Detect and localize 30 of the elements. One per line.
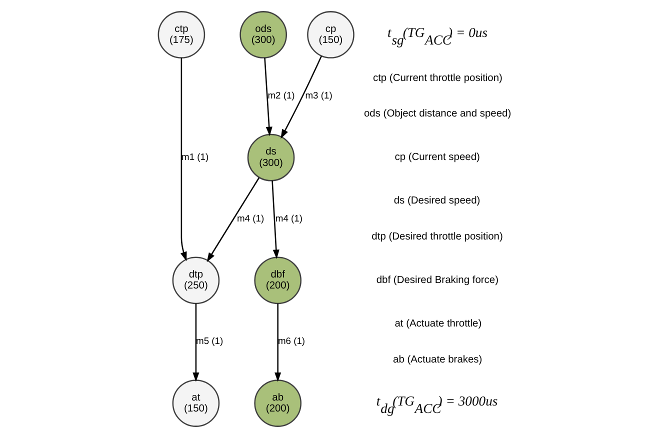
edge-label: m2 (1) xyxy=(268,90,295,101)
node-circle: ctp (175) xyxy=(158,11,206,58)
arrow xyxy=(206,177,260,262)
label: dtp (Desired throttle position) xyxy=(372,232,503,243)
label: ds (Desired speed) xyxy=(394,196,480,207)
node-circle: at (150) xyxy=(172,380,220,427)
edge-label: m5 (1) xyxy=(196,336,224,346)
edge-label: m1 (1) xyxy=(182,152,209,162)
label: dbf (Desired Braking force) xyxy=(376,275,498,286)
node-circle: ods (300) xyxy=(240,11,288,58)
label: ods (Object distance and speed) xyxy=(364,108,512,120)
node-circle: ab (200) xyxy=(254,380,302,427)
label: cp (Current speed) xyxy=(394,152,480,164)
node-circle: dtp (250) xyxy=(172,256,220,304)
node-circle: dbf (200) xyxy=(254,256,302,304)
label: ctp (Current throttle position) xyxy=(372,72,502,84)
edge-label: m4 (1) xyxy=(237,213,264,224)
arrow xyxy=(272,180,280,260)
arrow xyxy=(280,56,322,139)
label: at (Actuate throttle) xyxy=(394,318,482,330)
arrow xyxy=(264,58,272,136)
label: ab (Actuate brakes) xyxy=(393,354,482,366)
edge-label: m4 (1) xyxy=(275,213,302,224)
arrow xyxy=(274,304,282,382)
node-circle: ds (300) xyxy=(247,134,295,182)
edge-label: m3 (1) xyxy=(305,90,332,101)
node-circle: cp (150) xyxy=(307,11,354,58)
arrow xyxy=(192,304,200,382)
edge-label: m6 (1) xyxy=(278,336,306,346)
arrow xyxy=(180,58,187,262)
